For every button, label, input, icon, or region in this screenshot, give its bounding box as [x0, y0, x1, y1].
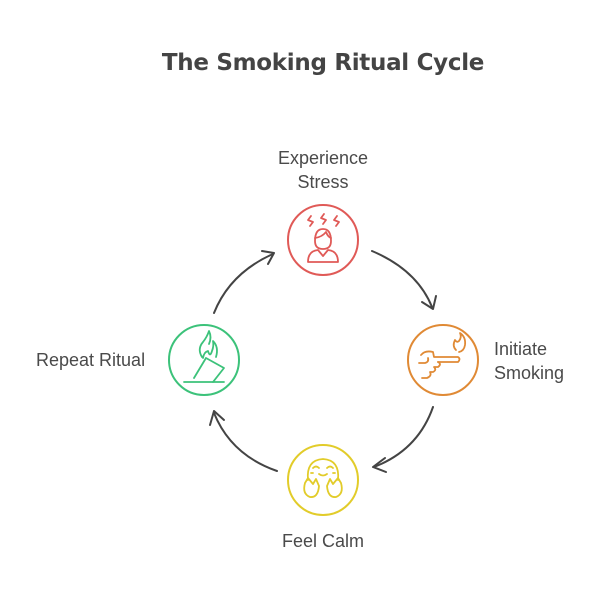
arrow-initiate-to-calm — [372, 406, 434, 473]
hand-lighter-icon — [418, 332, 467, 379]
node-feel-calm — [287, 444, 359, 516]
label-line: Feel Calm — [281, 531, 365, 551]
node-circle — [407, 324, 479, 396]
label-line: Initiate — [494, 339, 548, 359]
label-line: Experience — [277, 148, 369, 168]
ballot-hand-icon — [183, 330, 225, 383]
arrow-calm-to-repeat — [209, 410, 278, 472]
calm-face-hands-icon — [303, 458, 343, 498]
node-circle — [287, 204, 359, 276]
arrow-repeat-to-stress — [213, 250, 275, 314]
step-label-initiate-smoking: Initiate Smoking — [494, 337, 564, 385]
step-label-experience-stress: Experience Stress — [223, 146, 423, 194]
label-line: Smoking — [494, 363, 565, 383]
diagram-title: The Smoking Ritual Cycle — [161, 50, 485, 76]
step-label-repeat-ritual: Repeat Ritual — [36, 348, 145, 372]
node-circle — [287, 444, 359, 516]
label-line: Stress — [297, 172, 349, 192]
label-line: Repeat Ritual — [36, 350, 146, 370]
node-repeat-ritual — [168, 324, 240, 396]
node-experience-stress — [287, 204, 359, 276]
stressed-person-icon — [307, 213, 340, 263]
node-initiate-smoking — [407, 324, 479, 396]
step-label-feel-calm: Feel Calm — [223, 529, 423, 553]
arrow-stress-to-initiate — [371, 250, 437, 310]
